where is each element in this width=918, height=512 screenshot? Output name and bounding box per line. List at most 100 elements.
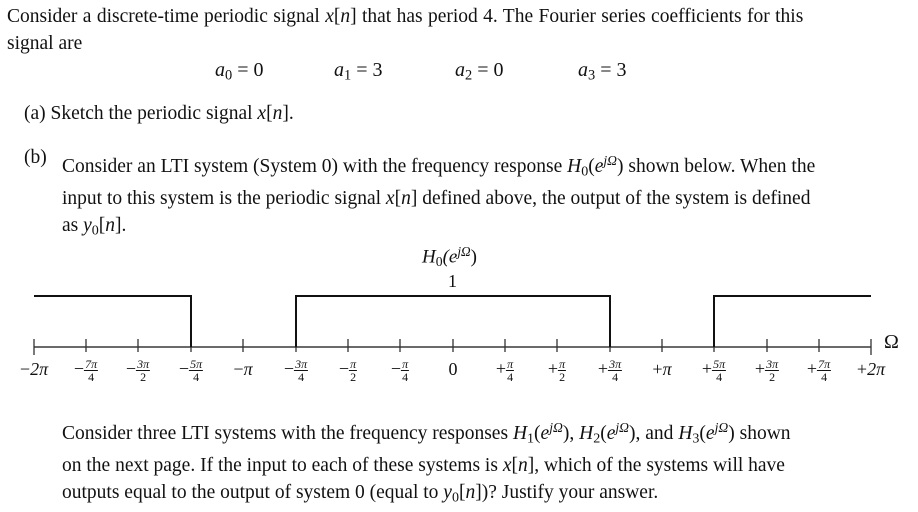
tick-sign: + [495,358,507,379]
tick-text: π [243,359,253,379]
tick-num: 5π [712,357,727,371]
part-b-label: (b) [24,147,47,168]
tick-text: 0 [448,359,458,379]
tick-num: 3π [136,357,151,371]
coef-name: a [215,59,225,81]
closing-line-3: outputs equal to the output of system 0 … [62,482,659,506]
var-n: n [465,482,476,504]
part-b-line-2: input to this system is the periodic sig… [62,188,811,210]
coef-value: 3 [616,59,627,81]
e-symbol: e [540,422,550,444]
passband-left [34,295,192,347]
bracket: ] [282,103,289,124]
h2-sub: 2 [593,430,601,447]
passband-right [713,295,871,347]
part-b-text: defined above, the output of the system … [422,188,811,210]
h0-symbol: H [567,155,582,177]
h3-sub: 3 [692,430,700,447]
coef-name: a [578,59,588,81]
intro-text-a: Consider a discrete-time periodic signal [7,6,326,27]
level-label: 1 [448,271,457,291]
e-symbol: e [705,422,715,444]
tick-label: +π [652,359,671,380]
tick-sign: − [125,358,137,379]
closing-text: outputs equal to the output of system 0 … [62,482,439,504]
tick-sign: − [338,358,350,379]
coef-index: 1 [344,67,352,84]
coef-index: 0 [225,67,233,84]
tick-num: 3π [608,357,623,371]
coef-index: 2 [465,67,473,84]
part-b-paragraph: Consider an LTI system (System 0) with t… [62,147,912,245]
tick-den: 4 [193,370,200,384]
j-omega: jΩ [714,420,729,435]
var-n: n [401,188,411,210]
tick-den: 4 [88,370,95,384]
intro-paragraph: Consider a discrete-time periodic signal… [7,3,912,57]
closing-line-1: Consider three LTI systems with the freq… [62,420,791,447]
tick-sign: + [806,358,818,379]
tick-den: 4 [821,370,828,384]
var-n: n [340,6,351,27]
closing-text: shown [739,422,791,444]
coefficient-a1: a1 = 3 [334,59,383,84]
h-symbol: H [422,246,436,268]
j-omega: jΩ [603,153,618,168]
part-b-text: input to this system is the periodic sig… [62,188,382,210]
tick-sign: + [701,358,713,379]
coef-value: 0 [493,59,504,81]
closing-line-2: on the next page. If the input to each o… [62,455,785,477]
coef-name: a [455,59,465,81]
tick-num: 7π [817,357,832,371]
bracket: [ [333,6,341,27]
tick-label: −2π [20,359,48,380]
signal-x-n: x [325,6,334,27]
tick-den: 4 [298,370,305,384]
tick-sign: + [856,359,868,379]
arg-open: (e [442,246,458,268]
axis-label-omega: Ω [884,331,899,353]
tick-num: 5π [189,357,204,371]
signal-x-n: x [385,188,395,210]
closing-text: , which of the systems will have [534,455,785,477]
tick-den: 2 [769,370,776,384]
part-a-text: Sketch the periodic signal [50,103,253,124]
tick-text: π [662,359,672,379]
tick-text: 2π [30,359,49,379]
tick-sign: + [547,358,559,379]
intro-line-1: Consider a discrete-time periodic signal… [7,3,912,30]
part-b-text: as [62,215,79,237]
tick-sign: − [19,359,31,379]
part-b-text: shown below. When the [628,155,816,177]
part-b-line-1: Consider an LTI system (System 0) with t… [62,153,816,180]
tick-label: −π [233,359,252,380]
tick-den: 4 [402,370,409,384]
tick-num: π [506,357,515,371]
part-a-label: (a) [24,103,46,124]
h-sub: 0 [435,254,443,270]
tick-num: π [401,357,410,371]
tick-den: 4 [612,370,619,384]
tick-num: 3π [294,357,309,371]
arg-close: ) [470,246,477,268]
bracket: [ [266,103,273,124]
part-a: (a) Sketch the periodic signal x[n]. [24,103,294,125]
passband-center [295,295,611,347]
y0-sub: 0 [451,489,459,506]
